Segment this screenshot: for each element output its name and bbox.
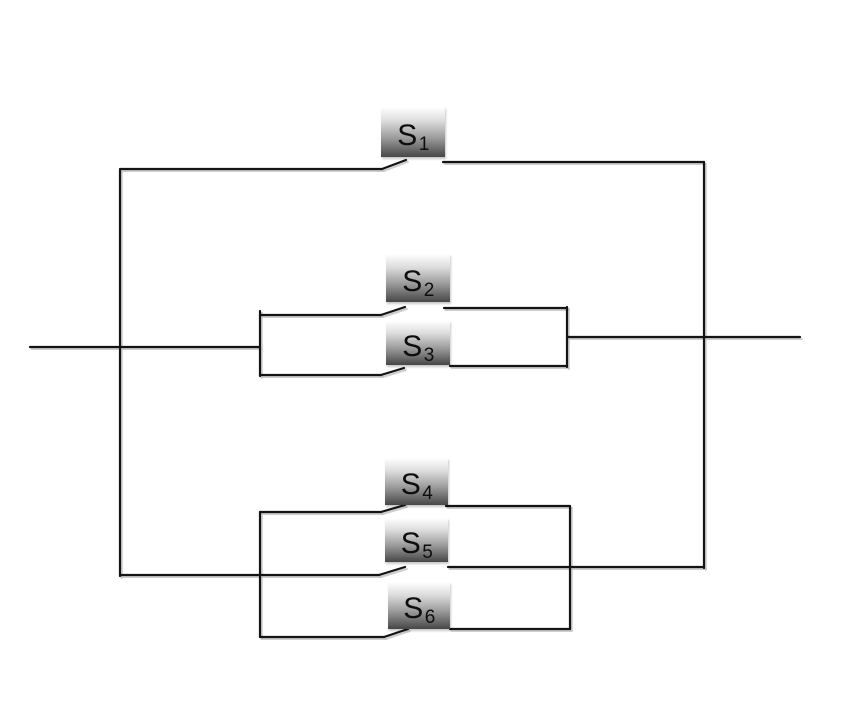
- s4-blade: [379, 503, 407, 514]
- switch-s5-label-base: S: [400, 526, 422, 560]
- switch-s6-label-box: S6: [388, 582, 450, 629]
- switch-s1-label-box: S1: [381, 107, 445, 157]
- switch-s2-label: S2: [402, 264, 434, 300]
- shadow-s2-blade: [381, 307, 408, 318]
- switch-s5-label-subscript: 5: [422, 541, 434, 563]
- switch-s6-label: S6: [403, 592, 435, 628]
- switch-s1-label: S1: [397, 118, 429, 154]
- switch-s6-label-subscript: 6: [424, 607, 436, 628]
- switch-s3-label-box: S3: [386, 321, 450, 365]
- s6-blade: [382, 627, 410, 639]
- switch-s3-label-subscript: 3: [423, 344, 435, 366]
- s3-blade: [379, 366, 406, 377]
- shadow-s5-blade: [379, 567, 408, 579]
- switch-s5-label-box: S5: [385, 518, 448, 562]
- switch-s4-label-base: S: [400, 468, 422, 501]
- switch-s1-label-base: S: [397, 118, 418, 152]
- shadow-s4-blade: [381, 505, 408, 516]
- switch-s4-label-subscript: 4: [422, 483, 434, 504]
- s1-blade: [380, 158, 408, 171]
- switch-s3-label-base: S: [402, 329, 423, 363]
- shadow-s1-blade: [382, 160, 409, 172]
- s5-blade: [377, 565, 407, 577]
- switch-s5-label: S5: [400, 526, 433, 562]
- switch-s2-label-box: S2: [386, 254, 450, 302]
- s2-blade: [379, 305, 407, 317]
- switch-s6-label-base: S: [403, 592, 424, 625]
- shadow-s6-blade: [384, 629, 411, 641]
- shadow-s3-blade: [381, 368, 407, 378]
- switch-s2-label-subscript: 2: [423, 279, 435, 301]
- switch-s4-label-box: S4: [385, 458, 448, 505]
- switch-s2-label-base: S: [402, 264, 423, 298]
- switch-s3-label: S3: [402, 329, 434, 365]
- switch-s1-label-subscript: 1: [418, 133, 430, 155]
- switch-s4-label: S4: [400, 468, 433, 504]
